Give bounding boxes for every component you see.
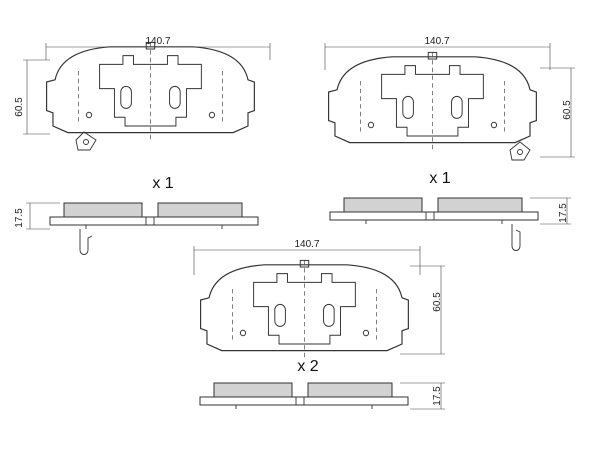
pad-c-side-view bbox=[199, 382, 409, 410]
pad-c-width-label: 140.7 bbox=[294, 239, 319, 250]
pad-c-quantity: x 2 bbox=[297, 358, 318, 375]
pad-b: 140.7 60.5 x 1 17.5 bbox=[324, 36, 575, 251]
pad-b-front-view bbox=[327, 51, 537, 150]
pad-a-height-label: 60.5 bbox=[14, 97, 25, 117]
pad-a-wear-sensor bbox=[75, 131, 97, 151]
pad-a-thickness-label: 17.5 bbox=[14, 208, 25, 228]
pad-c-front-view bbox=[199, 259, 409, 358]
pad-a-front-view bbox=[45, 41, 255, 140]
pad-b-side-wear-sensor bbox=[511, 224, 521, 251]
pad-a: 140.7 60.5 x 1 17.5 bbox=[14, 36, 271, 255]
pad-b-thickness-label: 17.5 bbox=[558, 203, 569, 223]
pad-b-quantity: x 1 bbox=[429, 170, 450, 187]
pad-a-side-view bbox=[49, 202, 259, 230]
pad-b-side-view bbox=[329, 197, 539, 225]
pad-a-side-wear-sensor bbox=[79, 229, 93, 255]
pad-c-height-label: 60.5 bbox=[432, 292, 443, 312]
pad-b-width-label: 140.7 bbox=[424, 36, 449, 47]
pad-c: 140.7 60.5 x 2 17.5 bbox=[193, 239, 445, 410]
pad-a-quantity: x 1 bbox=[152, 175, 173, 192]
pad-b-height-label: 60.5 bbox=[562, 100, 573, 120]
pad-b-wear-sensor bbox=[509, 141, 531, 161]
pad-c-thickness-label: 17.5 bbox=[432, 386, 443, 406]
pad-a-width-label: 140.7 bbox=[145, 36, 170, 47]
